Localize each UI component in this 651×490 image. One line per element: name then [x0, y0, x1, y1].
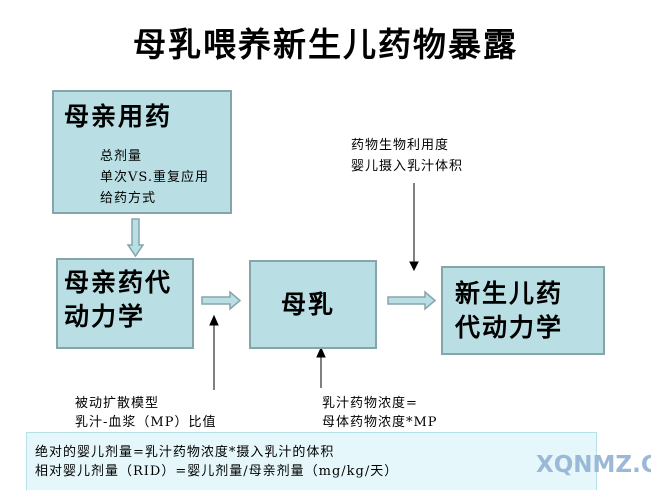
right-arrow-pk-to-milk: [201, 290, 242, 311]
watermark: XQNMZ.COM: [536, 452, 651, 478]
left-note-line: 乳汁-血浆（MP）比值: [75, 415, 217, 430]
maternal-drug-item: 总剂量: [100, 149, 143, 164]
left-note-line: 被动扩散模型: [75, 396, 160, 411]
arrow-right-note: [316, 346, 326, 388]
maternal-pk-box: 母亲药代 动力学: [56, 258, 194, 349]
maternal-drug-item: 单次VS.重复应用: [100, 170, 209, 185]
neonatal-pk-box: 新生儿药 代动力学: [441, 266, 605, 355]
formula-line: 相对婴儿剂量（RID）=婴儿剂量/母亲剂量（mg/kg/天）: [35, 464, 399, 479]
arrow-top-note: [409, 183, 419, 272]
maternal-drug-item: 给药方式: [100, 191, 157, 206]
down-arrow-maternal: [126, 218, 145, 258]
top-note-line: 药物生物利用度: [351, 138, 450, 153]
arrow-left-note: [209, 314, 219, 390]
maternal-drug-box: 母亲用药 总剂量 单次VS.重复应用 给药方式: [52, 90, 232, 214]
neonatal-pk-line: 代动力学: [455, 313, 564, 342]
right-arrow-milk-to-neonate: [387, 290, 437, 311]
maternal-pk-line: 母亲药代: [64, 268, 173, 297]
slide-title: 母乳喂养新生儿药物暴露: [133, 25, 518, 64]
formula-line: 绝对的婴儿剂量=乳汁药物浓度*摄入乳汁的体积: [35, 445, 335, 460]
neonatal-pk-line: 新生儿药: [455, 279, 564, 308]
maternal-pk-line: 动力学: [64, 302, 146, 331]
top-note-line: 婴儿摄入乳汁体积: [351, 159, 464, 174]
right-note-line: 乳汁药物浓度=: [322, 396, 418, 411]
breast-milk-label: 母乳: [281, 290, 336, 319]
right-note-line: 母体药物浓度*MP: [322, 415, 438, 430]
maternal-drug-heading: 母亲用药: [64, 102, 173, 131]
formula-box: 绝对的婴儿剂量=乳汁药物浓度*摄入乳汁的体积 相对婴儿剂量（RID）=婴儿剂量/…: [26, 432, 597, 490]
breast-milk-box: 母乳: [249, 260, 377, 349]
